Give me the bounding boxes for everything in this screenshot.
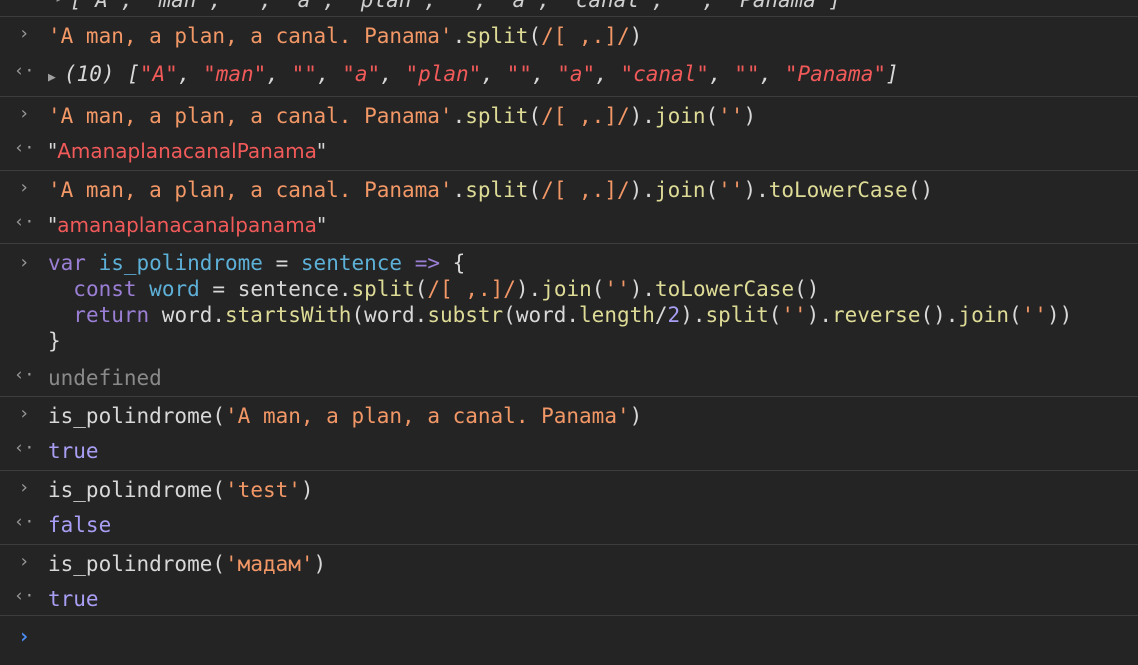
console-input-row[interactable]: › is_polindrome('мадам') — [0, 544, 1138, 581]
return-arrow-icon: ‹· — [14, 438, 35, 458]
console-input-row[interactable]: › 'A man, a plan, a canal. Panama'.split… — [0, 96, 1138, 133]
console-input[interactable] — [48, 624, 1108, 650]
output-boolean: true — [48, 439, 99, 463]
output-undefined: undefined — [48, 366, 162, 390]
array-count: (10) — [64, 62, 128, 86]
output-string: amanaplanacanalpanama — [57, 213, 317, 237]
return-arrow-icon: ‹· — [14, 365, 35, 385]
console-input-row[interactable]: › is_polindrome('A man, a plan, a canal.… — [0, 396, 1138, 433]
return-arrow-icon: ‹· — [14, 212, 35, 232]
console-output-row: ‹· true — [0, 580, 1138, 616]
return-arrow-icon: ‹· — [14, 138, 35, 158]
code-method: split — [465, 24, 529, 48]
input-chevron-icon: › — [18, 551, 30, 572]
console-output-row: ‹· ▶(10) ["A", "man", "", "a", "plan", "… — [0, 55, 1138, 91]
return-arrow-icon: ‹· — [14, 586, 35, 606]
input-chevron-icon: › — [18, 103, 30, 124]
code-method: join — [654, 104, 706, 128]
input-chevron-icon: › — [18, 477, 30, 498]
return-arrow-icon: ‹· — [14, 512, 35, 532]
prompt-chevron-icon: › — [17, 624, 31, 648]
console-output-row: ‹· true — [0, 432, 1138, 468]
console-input-row[interactable]: › 'A man, a plan, a canal. Panama'.split… — [0, 16, 1138, 55]
input-chevron-icon: › — [18, 252, 30, 273]
console-input-row[interactable]: › is_polindrome('test') — [0, 470, 1138, 507]
code-string: 'A man, a plan, a canal. Panama' — [48, 104, 453, 128]
console-partial-line: ▸ ["A", "man", "", "a", "plan", "", "a",… — [0, 0, 1138, 13]
console-output-row: ‹· "AmanaplanacanalPanama" — [14, 138, 327, 163]
code-method: toLowerCase — [768, 178, 908, 202]
return-arrow-icon: ‹· — [14, 61, 35, 81]
code-string: 'A man, a plan, a canal. Panama' — [48, 178, 453, 202]
code-method: split — [465, 104, 529, 128]
code-method: split — [465, 178, 529, 202]
console-prompt-row[interactable]: › — [0, 615, 1138, 665]
input-chevron-icon: › — [18, 403, 30, 424]
expand-triangle-icon[interactable]: ▸ — [50, 0, 70, 8]
input-chevron-icon: › — [18, 177, 30, 198]
console-input-row[interactable]: › 'A man, a plan, a canal. Panama'.split… — [0, 170, 1138, 207]
input-chevron-icon: › — [18, 23, 30, 44]
output-string: AmanaplanacanalPanama — [57, 139, 317, 163]
code-method: join — [654, 178, 706, 202]
output-boolean: true — [48, 587, 99, 611]
output-boolean: false — [48, 513, 112, 537]
console-input-row[interactable]: › var is_polindrome = sentence => { cons… — [0, 243, 1138, 362]
code-string: 'A man, a plan, a canal. Panama' — [48, 24, 453, 48]
expand-array-icon[interactable]: ▶ — [48, 70, 56, 85]
partial-array-text: ["A", "man", "", "a", "plan", "", "a", "… — [70, 0, 842, 12]
console-output-row: ‹· undefined — [0, 361, 1138, 395]
console-output-row: ‹· false — [0, 506, 1138, 542]
console-output-row: ‹· "amanaplanacanalpanama" — [14, 212, 327, 237]
